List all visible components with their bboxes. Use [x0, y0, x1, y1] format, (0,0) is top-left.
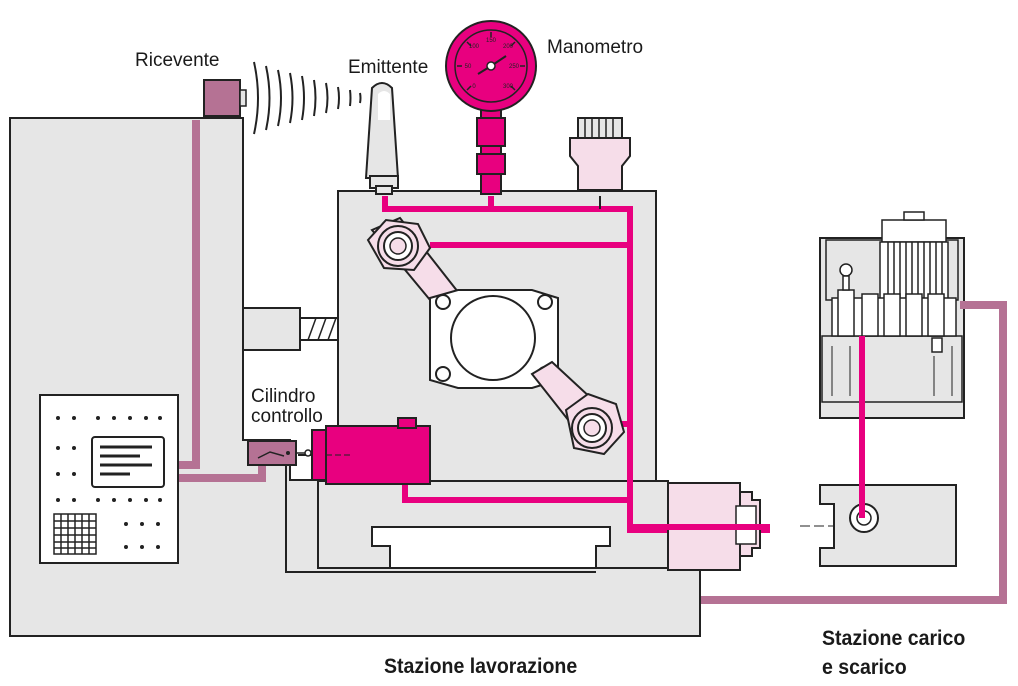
label-emittente: Emittente [348, 57, 429, 78]
signal-line-cylinder [178, 462, 266, 482]
gauge-mark-100: 100 [469, 44, 480, 50]
machine-rail [317, 480, 669, 569]
label-stazione-carico: Stazione carico [822, 627, 966, 650]
loading-station-block [819, 484, 957, 567]
emitter-probe [364, 82, 400, 195]
workpiece-holder [429, 289, 559, 389]
control-cylinder-sensor [247, 440, 312, 466]
gauge-mark-250: 250 [509, 64, 520, 70]
label-cilindro: Cilindro [251, 386, 316, 407]
gauge-mark-150: 150 [486, 38, 497, 44]
motor [879, 211, 949, 301]
label-scarico: e scarico [822, 656, 907, 679]
manometer-gauge: 0 50 100 150 200 250 300 [445, 20, 537, 195]
signal-line-receiver [178, 120, 200, 469]
wireless-signal-waves [253, 61, 362, 135]
clamp-lower [530, 360, 626, 456]
control-panel [39, 394, 179, 564]
label-ricevente: Ricevente [135, 50, 220, 71]
clamp-upper [366, 216, 460, 314]
gauge-mark-0: 0 [472, 84, 476, 90]
valve-block [831, 263, 957, 353]
label-stazione-lavorazione: Stazione lavorazione [384, 655, 578, 678]
hydraulic-power-unit [819, 211, 965, 419]
receiver-sensor [203, 79, 247, 117]
gauge-mark-50: 50 [465, 64, 472, 70]
hydraulic-cylinder [298, 417, 431, 485]
gauge-mark-300: 300 [503, 84, 514, 90]
pressure-fitting [569, 117, 631, 191]
keypad-grid [53, 513, 97, 555]
label-controllo: controllo [251, 406, 323, 427]
gauge-mark-200: 200 [503, 44, 514, 50]
control-cylinder-wire [285, 465, 596, 573]
label-manometro: Manometro [547, 37, 644, 58]
